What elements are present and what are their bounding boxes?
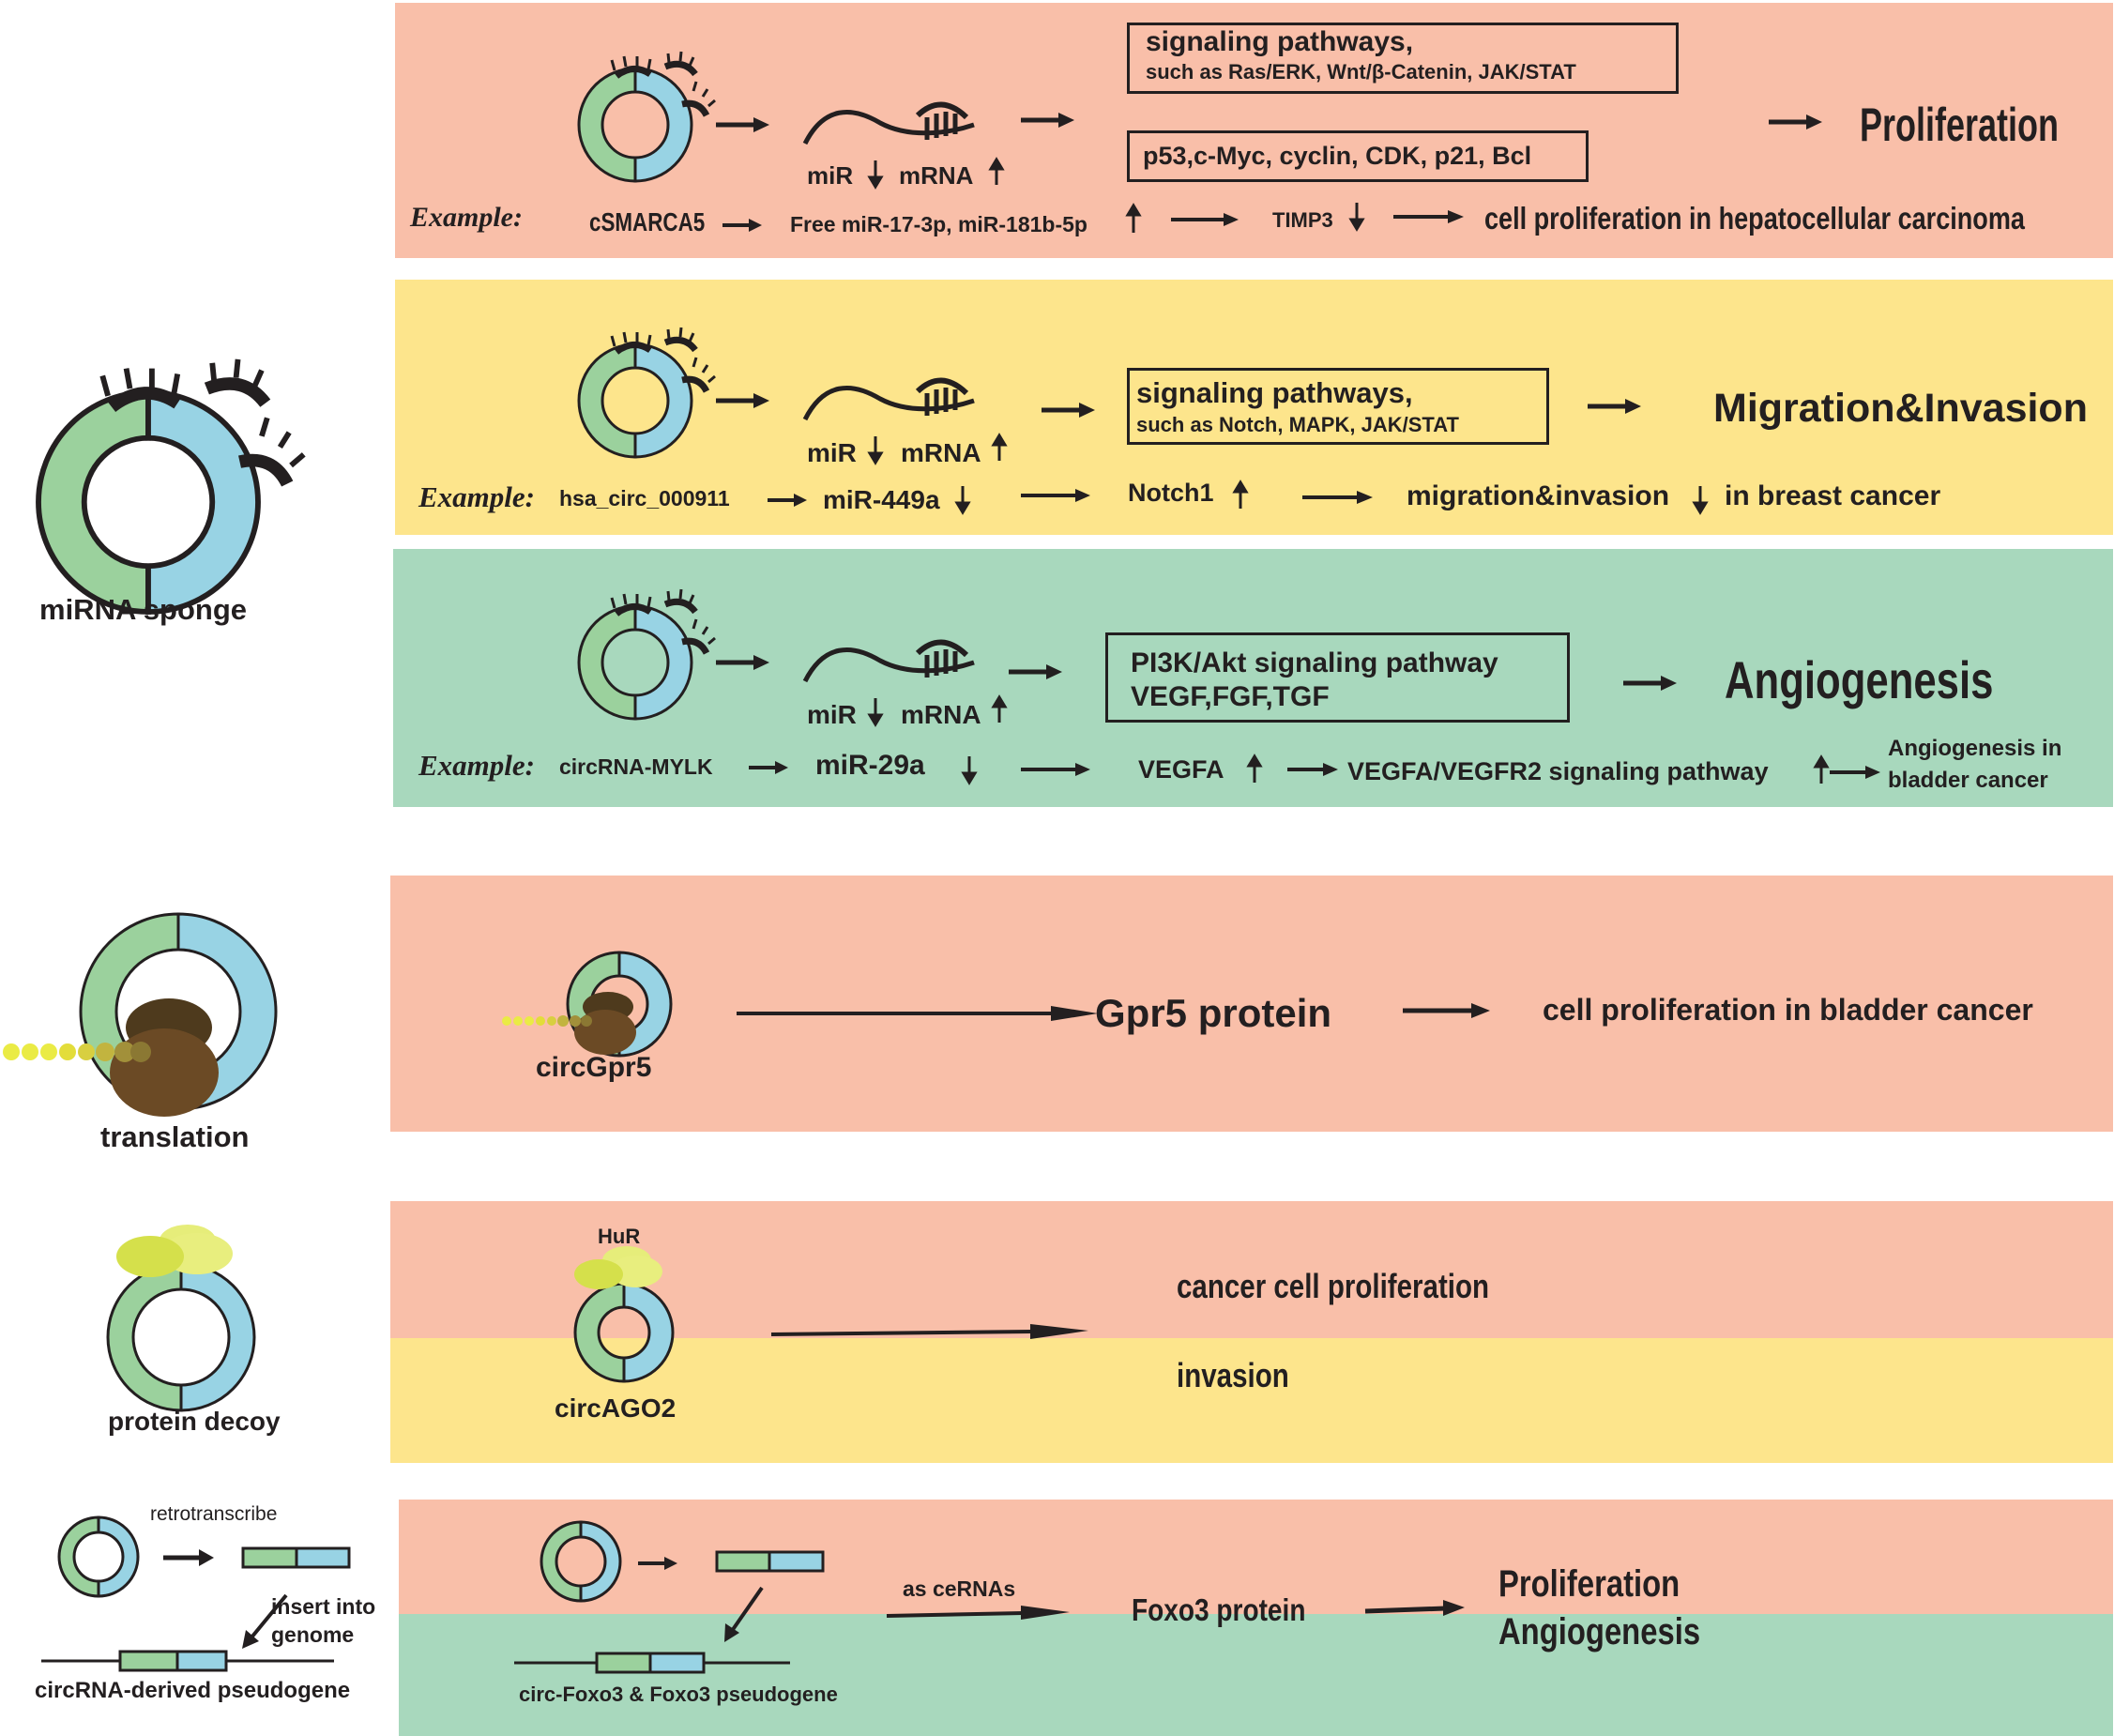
row1-box-line1: signaling pathways, bbox=[1146, 26, 1414, 57]
row4-protein-label: Gpr5 protein bbox=[1095, 991, 1332, 1035]
row5-arrow bbox=[770, 1330, 1033, 1336]
row6-cdna-icon bbox=[715, 1550, 825, 1573]
cdna-icon bbox=[241, 1546, 351, 1569]
row-translation-band bbox=[390, 876, 2113, 1132]
row6-cerna-label: as ceRNAs bbox=[903, 1576, 1016, 1601]
row1-genes-box bbox=[1127, 130, 1589, 182]
translation-label: translation bbox=[100, 1120, 250, 1153]
row1-outcome: Proliferation bbox=[1860, 99, 2060, 151]
row3-ex-mir: miR-29a bbox=[815, 750, 925, 781]
row6-result2: Angiogenesis bbox=[1498, 1611, 1701, 1652]
retrotranscribe-label: retrotranscribe bbox=[150, 1503, 278, 1525]
row5-result1: cancer cell proliferation bbox=[1177, 1267, 1490, 1305]
pseudogene-label: circRNA-derived pseudogene bbox=[35, 1678, 351, 1703]
row1-ex-mir: Free miR-17-3p, miR-181b-5p bbox=[790, 212, 1087, 236]
row1-pathway-box bbox=[1127, 23, 1679, 94]
row1-box-line2: such as Ras/ERK, Wnt/β-Catenin, JAK/STAT bbox=[1146, 60, 1576, 84]
row1-ex-circ: cSMARCA5 bbox=[589, 207, 706, 236]
row6-pseudogene-icon bbox=[514, 1652, 790, 1674]
row2-outcome: Migration&Invasion bbox=[1713, 386, 2088, 431]
row6-insert-arrow bbox=[730, 1586, 764, 1633]
row4-result: cell proliferation in bladder cancer bbox=[1543, 993, 2033, 1027]
row4-circgpr5-icon bbox=[502, 951, 673, 1058]
row2-box-line2: such as Notch, MAPK, JAK/STAT bbox=[1136, 413, 1459, 436]
row1-genes-text: p53,c-Myc, cyclin, CDK, p21, Bcl bbox=[1143, 142, 1532, 170]
row6-protein-label: Foxo3 protein bbox=[1132, 1592, 1306, 1627]
row3-box-line1: PI3K/Akt signaling pathway bbox=[1131, 647, 1498, 678]
row-decoy-band-bottom bbox=[390, 1338, 2113, 1463]
insert-into-genome-label: insert into genome bbox=[271, 1594, 376, 1647]
row6-result1: Proliferation bbox=[1498, 1563, 1681, 1605]
row3-mrna-label: mRNA bbox=[901, 700, 981, 729]
row5-circago2-icon bbox=[573, 1246, 675, 1383]
row3-ex-circ: circRNA-MYLK bbox=[559, 754, 713, 779]
row1-example-label: Example: bbox=[410, 202, 523, 233]
row2-ex-result2: in breast cancer bbox=[1725, 480, 1941, 511]
row3-outcome: Angiogenesis bbox=[1725, 650, 1994, 709]
pseudogene-icon bbox=[41, 1650, 334, 1672]
row5-hur-label: HuR bbox=[598, 1225, 641, 1248]
row1-mir-label: miR bbox=[807, 161, 854, 190]
row3-mir-label: miR bbox=[807, 700, 857, 729]
row4-peptide-icon bbox=[502, 1015, 592, 1027]
retrotranscribe-circrna-icon bbox=[57, 1515, 140, 1598]
row3-box-line2: VEGF,FGF,TGF bbox=[1131, 681, 1330, 712]
row3-ex-target: VEGFA bbox=[1138, 755, 1224, 784]
row2-mrna-label: mRNA bbox=[901, 438, 981, 467]
row-decoy-band-top bbox=[390, 1201, 2113, 1338]
row2-example-label: Example: bbox=[418, 480, 535, 513]
row-pseudogene-band-top bbox=[399, 1500, 2113, 1614]
row1-ex-target: TIMP3 bbox=[1272, 208, 1333, 232]
row2-ex-mir: miR-449a bbox=[823, 485, 940, 514]
row4-circ-label: circGpr5 bbox=[536, 1052, 652, 1083]
mirna-sponge-icon bbox=[38, 359, 304, 612]
row1-mrna-label: mRNA bbox=[899, 161, 974, 190]
row3-pathway-box bbox=[1105, 632, 1570, 723]
row2-pathway-box bbox=[1127, 368, 1549, 445]
row6-arrow-2 bbox=[886, 1611, 1024, 1618]
row2-ex-target: Notch1 bbox=[1128, 479, 1214, 507]
row2-mir-label: miR bbox=[807, 438, 857, 467]
peptide-chain-icon bbox=[3, 1042, 151, 1062]
row6-arrow-3 bbox=[1364, 1606, 1446, 1614]
row2-ex-result: migration&invasion bbox=[1407, 480, 1670, 511]
row5-result2: invasion bbox=[1177, 1356, 1289, 1394]
protein-decoy-icon bbox=[106, 1225, 256, 1412]
row2-ex-circ: hsa_circ_000911 bbox=[559, 486, 730, 510]
row-pseudogene-band-bottom bbox=[399, 1614, 2113, 1736]
mirna-sponge-label: miRNA sponge bbox=[39, 593, 248, 626]
insert-arrow bbox=[250, 1593, 288, 1639]
row3-ex-result: Angiogenesis in bladder cancer bbox=[1888, 736, 2062, 793]
row3-example-label: Example: bbox=[418, 749, 535, 782]
translation-circrna-icon bbox=[3, 912, 278, 1117]
row5-circ-label: circAGO2 bbox=[555, 1393, 677, 1423]
row3-ex-pathway: VEGFA/VEGFR2 signaling pathway bbox=[1347, 757, 1769, 785]
protein-decoy-label: protein decoy bbox=[108, 1407, 281, 1436]
updown-arrows bbox=[867, 157, 1830, 785]
row2-box-line1: signaling pathways, bbox=[1136, 376, 1413, 409]
row1-ex-result: cell proliferation in hepatocellular car… bbox=[1484, 201, 2025, 236]
row6-circ-label: circ-Foxo3 & Foxo3 pseudogene bbox=[519, 1683, 838, 1706]
